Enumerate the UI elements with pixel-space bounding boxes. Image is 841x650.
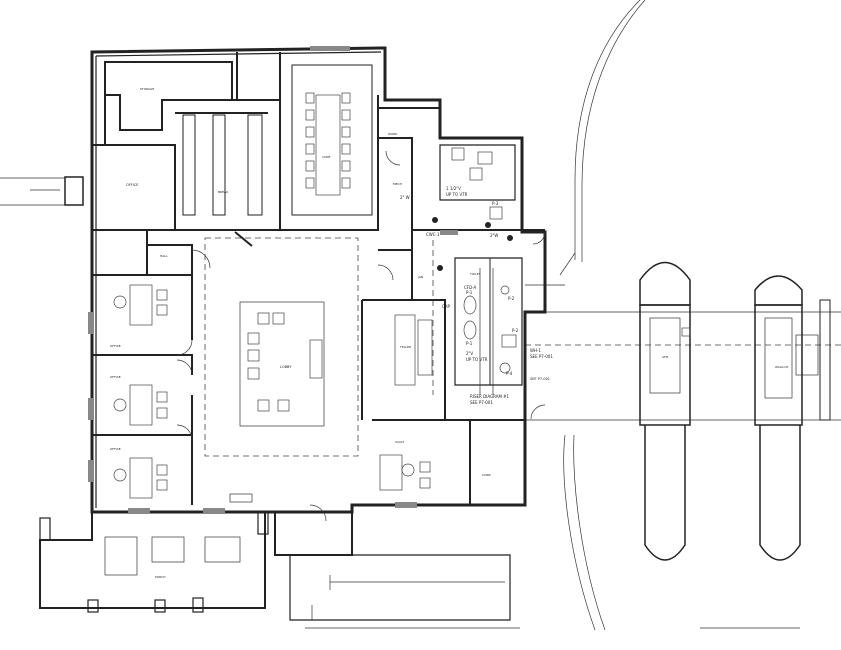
- corridor-label: CORR: [482, 473, 491, 477]
- ref-note: SEE P7-001: [530, 377, 550, 381]
- office3-label: OFFICE: [110, 447, 121, 451]
- ep1-note: P-1: [466, 341, 473, 346]
- riser-note: RISER DIAGRAM #1: [470, 394, 510, 399]
- walkup-label: WALK-UP: [775, 365, 788, 369]
- teller-label: TELLER: [399, 345, 411, 349]
- lobby-zone: [204, 237, 359, 457]
- p2b-note: P-2: [512, 328, 519, 333]
- cwc-note: CWC-1: [426, 232, 440, 237]
- interior-walls: [39, 52, 545, 621]
- hall-label: HALL: [160, 254, 168, 258]
- p1-note: P-1: [466, 290, 473, 295]
- vtr-note-2: UP TO VTR: [446, 192, 468, 197]
- pipe-2w2-note: 2"W: [490, 233, 498, 238]
- office2-label: OFFICE: [110, 375, 121, 379]
- office-furniture: [113, 147, 503, 499]
- break-label: BREAK: [218, 190, 229, 194]
- vtr-up-note: UP TO VTR: [466, 357, 488, 362]
- wh-see-note: SEE P7-001: [530, 354, 553, 359]
- vtr-note: 2"V: [466, 351, 473, 356]
- cfd-note: CFD-A: [464, 285, 477, 290]
- wh-note: WH-1: [530, 348, 541, 353]
- conference-table: [305, 92, 351, 196]
- cap-note: CAP: [442, 304, 451, 309]
- plumbing-fixtures: [394, 217, 517, 395]
- p2-note: P-2: [508, 296, 515, 301]
- office1-label: OFFICE: [110, 344, 121, 348]
- drive-thru-lanes: WALK-UP ATM: [525, 261, 841, 561]
- riser-see-note: SEE P7-001: [470, 400, 493, 405]
- south-porch: [39, 493, 520, 629]
- p3-note: P-3: [492, 201, 499, 206]
- porch-label: PORCH: [155, 575, 165, 579]
- atm-label: ATM: [662, 355, 669, 359]
- storage-label: STORAGE: [140, 87, 154, 91]
- pipe-2w-note: 2" W: [400, 195, 410, 200]
- lobby-seating: [247, 312, 290, 412]
- p4-note: P-4: [506, 371, 513, 376]
- mgr-office-label: OFFICE: [126, 183, 138, 187]
- janitor-label: JAN: [417, 275, 423, 279]
- restroom-label: TOILET: [469, 272, 481, 276]
- workroom-label: WORK: [388, 132, 398, 136]
- plumbing-annotations: 1 1/2"V UP TO VTR 2" W 2"W CWC-1 P-3 P-1…: [400, 186, 553, 405]
- vtr-note-1: 1 1/2"V: [446, 186, 461, 191]
- door-swings: [176, 150, 546, 522]
- room-labels: LOBBY OFFICE OFFICE OFFICE OFFICE CONF B…: [110, 87, 491, 579]
- site-curves: [525, 0, 800, 631]
- exterior-walls: [90, 46, 547, 514]
- conference-label: CONF: [322, 155, 331, 159]
- windows: [88, 46, 458, 514]
- mech-label: MECH: [393, 182, 402, 186]
- west-entry: [0, 176, 84, 206]
- lobby-label: LOBBY: [280, 365, 292, 369]
- vault-label: VAULT: [395, 440, 404, 444]
